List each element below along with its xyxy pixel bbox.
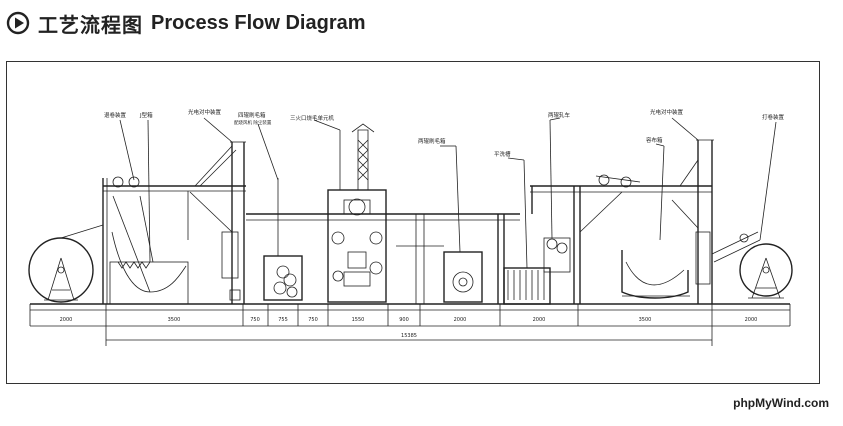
dimension-label: 2000: [745, 317, 758, 323]
callout-labels: 退卷装置 J型箱 光电对中装置 四辊刷毛箱 配烧风机 除尘装置 三火口烧毛单元机…: [104, 108, 785, 158]
dimension-label: 2000: [454, 317, 467, 323]
label-two-roll-brushing-box: 两辊刷毛箱: [418, 137, 446, 145]
machine-base: [29, 303, 791, 327]
centering-tower-left: [189, 141, 520, 304]
label-cloth-holding-box: 容布箱: [646, 136, 663, 144]
label-rewinding-device: 打卷装置: [762, 113, 785, 121]
dimension-label: 3500: [639, 317, 652, 323]
label-washing-tank: 平洗槽: [494, 150, 511, 158]
centering-tower-right: [671, 139, 714, 304]
page-title-chinese: 工艺流程图: [38, 12, 143, 37]
cloth-holding-box: [621, 145, 690, 299]
label-centering-device-right: 光电对中装置: [650, 108, 684, 116]
four-roll-brushing-box: [263, 178, 303, 301]
right-conveyor-frame: [530, 174, 712, 304]
dimension-label: 2000: [60, 317, 73, 323]
dimension-ticks: [105, 304, 713, 346]
rewind-roll: [711, 231, 793, 299]
page-title-english: Process Flow Diagram: [151, 11, 366, 34]
dimension-label: 1550: [352, 317, 365, 323]
diagram-frame: [6, 61, 820, 384]
label-two-roll-padder: 两辊轧车: [548, 111, 571, 119]
total-length-label: 15385: [401, 333, 417, 339]
dimension-label: 2000: [533, 317, 546, 323]
label-singeing-machine: 三火口烧毛单元机: [290, 114, 335, 122]
singeing-machine: [327, 123, 387, 303]
dimension-label: 900: [399, 317, 409, 323]
j-box-unit: [102, 176, 246, 305]
dimension-labels: 2000 3500 750 755 750 1550 900 2000 2000…: [60, 317, 758, 339]
label-four-roll-brushing-box: 四辊刷毛箱: [238, 111, 266, 119]
dimension-label: 3500: [168, 317, 181, 323]
page-header: 工艺流程图 Process Flow Diagram: [6, 8, 366, 38]
washing-and-padder: [497, 119, 571, 305]
dimension-label: 750: [250, 317, 260, 323]
callout-leaders: [119, 117, 777, 263]
unwind-roll: [28, 224, 104, 303]
label-blower-dust-removal: 配烧风机 除尘装置: [234, 119, 272, 126]
label-j-box: J型箱: [139, 111, 153, 119]
label-unwinding-device: 退卷装置: [104, 111, 127, 119]
play-circle-icon: [6, 11, 30, 35]
label-centering-device-left: 光电对中装置: [188, 108, 222, 116]
watermark: phpMyWind.com: [733, 396, 829, 410]
dimension-label: 750: [308, 317, 318, 323]
dimension-label: 755: [278, 317, 288, 323]
two-roll-brushing-box: [396, 145, 483, 304]
